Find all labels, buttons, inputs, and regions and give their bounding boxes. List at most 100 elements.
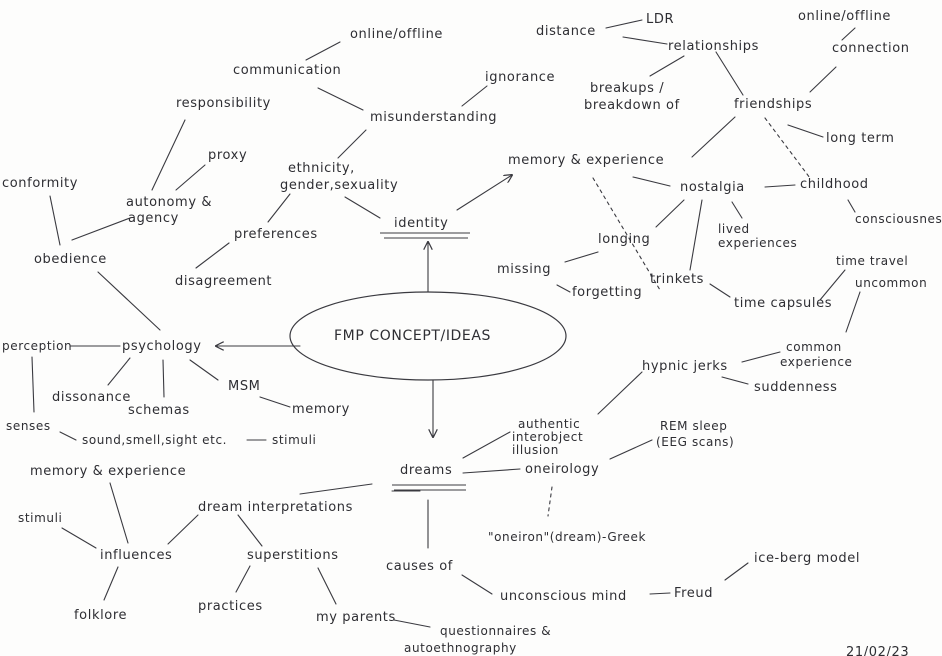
line-interp-influences [167,514,199,545]
oneiron-node: "oneiron"(dream)-Greek [488,530,646,544]
communication-node: communication [233,63,341,78]
uncommon-node: uncommon [855,276,927,290]
illusion-node: illusion [512,443,559,457]
line-longing-missing [564,251,599,263]
oneirology-node: oneirology [525,462,599,477]
line-unconscious-freud [649,592,671,595]
connection-node: connection [832,41,910,56]
line-superstitions-practices [235,565,251,593]
freud-node: Freud [674,586,713,601]
date-label: 21/02/23 [846,645,909,656]
interobject-node: interobject [512,430,583,444]
breakups-node-line2: breakdown of [584,98,680,113]
trinkets-node: trinkets [650,272,704,287]
memory-experience-node: memory & experience [508,153,664,168]
practices-node: practices [198,599,263,614]
msm-node: MSM [228,379,261,394]
line-dreams-interpretations [299,483,373,495]
lived-node-line2: experiences [718,236,797,250]
suddenness-node: suddenness [754,380,838,395]
line-friendships-connection [809,66,837,93]
line-friendships-longterm [787,124,824,138]
perception-node: perception [2,339,72,353]
relationships-node: relationships [668,39,759,54]
line-interp-superstitions [237,514,263,547]
responsibility-node: responsibility [176,96,271,111]
stimuli-node: stimuli [272,433,316,447]
line-misunderstanding-ignorance [461,85,488,107]
line-distance-ldr [605,19,643,29]
online-offline-2-node: online/offline [798,9,891,24]
conformity-node: conformity [2,176,78,191]
line-nostalgia-childhood [764,184,796,188]
questionnaires-node: questionnaires & [440,624,551,638]
line-nostalgia-longing [655,199,685,228]
line-ethnicity-preferences [267,193,291,223]
dreams-node: dreams [400,463,452,478]
stimuli-2-node: stimuli [18,511,62,525]
obedience-node: obedience [34,252,107,267]
line-relationships-breakups [649,55,685,77]
memory-node: memory [292,402,350,417]
line-obedience-conformity [49,195,61,246]
line-missing-forgetting [556,284,571,293]
connector-lines [31,19,861,628]
lived-node: lived [718,222,750,236]
line-superstitions-parents [317,567,337,605]
line-memory2-influences [109,482,129,544]
line-perception-senses [31,356,35,413]
long-term-node: long term [826,131,894,146]
dashed-friendships-childhood [764,117,811,179]
line-obedience-autonomy [71,217,131,241]
preferences-node: preferences [234,227,318,242]
line-timecapsules-timetravel [819,269,846,301]
central-topic-label: FMP CONCEPT/IDEAS [334,328,491,344]
sound-smell-node: sound,smell,sight etc. [82,433,227,447]
distance-node: distance [536,24,596,39]
dissonance-node: dissonance [52,390,131,405]
central-topic-oval [289,291,567,381]
online-offline-node: online/offline [350,27,443,42]
common-experience-node: experience [780,355,853,369]
common-node: common [786,340,842,354]
proxy-node: proxy [208,148,247,163]
eeg-scans-node: (EEG scans) [656,435,734,449]
influences-node: influences [100,548,172,563]
schemas-node: schemas [128,403,190,418]
authentic-node: authentic [518,417,580,431]
line-communication-online [305,41,341,61]
ignorance-node: ignorance [485,70,555,85]
hypnic-jerks-node: hypnic jerks [642,359,728,374]
line-nostalgia-lived [731,201,743,219]
missing-node: missing [497,262,551,277]
ethnicity-node: ethnicity, [288,161,355,176]
line-relationships-friendships [715,51,744,96]
senses-node: senses [6,419,51,433]
autonomy-node-line2: agency [128,211,179,226]
unconscious-mind-node: unconscious mind [500,589,627,604]
childhood-node: childhood [800,177,869,192]
friendships-node: friendships [734,97,812,112]
folklore-node: folklore [74,608,127,623]
causes-of-node: causes of [386,559,453,574]
line-hypnic-common [741,351,781,363]
line-hypnic-suddenness [721,376,749,385]
arrow-to-memory-experience [456,175,512,211]
line-dreams-oneirology [462,468,521,474]
dashed-memory-timecapsules [592,177,661,291]
breakups-node: breakups / [590,81,664,96]
line-senses-sound [59,431,77,441]
line-causes-unconscious [461,574,493,595]
line-common-uncommon [845,291,861,333]
superstitions-node: superstitions [247,548,339,563]
longing-node: longing [598,232,650,247]
identity-node: identity [394,216,448,231]
line-psychology-obedience [97,271,161,331]
line-autonomy-proxy [175,164,206,191]
line-nostalgia-trinkets [689,199,703,271]
nostalgia-node: nostalgia [680,180,745,195]
line-ethnicity-misunderstanding [337,129,367,159]
line-authentic-hypnic [597,371,643,415]
